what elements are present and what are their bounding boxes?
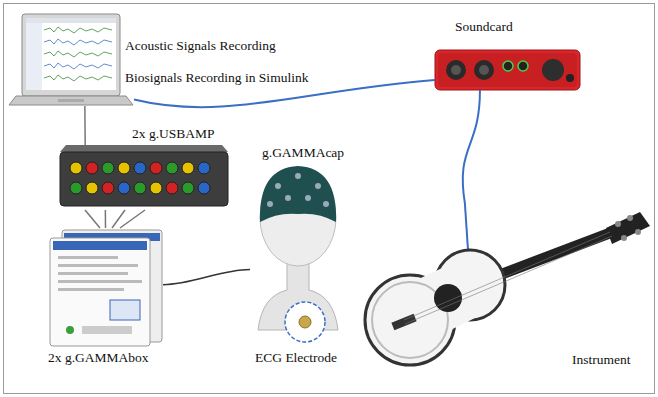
eeg-cap-node: g.GAMMAcap [250, 162, 350, 298]
device-label: 2x g.USBAMP [132, 126, 215, 142]
laptop-node: Acoustic Signals RecordingBiosignals Rec… [8, 14, 134, 106]
soundcard-illustration [435, 50, 580, 90]
instrument-node: Instrument [360, 205, 652, 367]
device-label: ECG Electrode [255, 350, 337, 366]
amplifier-node: 2x g.USBAMP [60, 145, 228, 210]
device-label: g.GAMMAcap [262, 145, 344, 161]
device-label: Biosignals Recording in Simulink [125, 70, 308, 86]
ecg-electrode-node: ECG Electrode [283, 302, 327, 342]
cable [163, 269, 250, 284]
gammabox-node: 2x g.GAMMAbox [48, 228, 163, 346]
device-label: 2x g.GAMMAbox [48, 350, 149, 366]
gammabox-illustration [50, 230, 162, 346]
ecg-electrode-illustration [285, 302, 325, 342]
cable [105, 210, 107, 228]
amplifier-illustration [60, 145, 228, 228]
device-label: Soundcard [455, 19, 513, 35]
laptop-illustration [9, 14, 133, 105]
cable [84, 106, 86, 145]
device-label: Instrument [572, 352, 631, 368]
soundcard-node: Soundcard [435, 50, 580, 90]
guitar-illustration [365, 205, 650, 365]
device-label: Acoustic Signals Recording [125, 38, 276, 54]
cable [463, 90, 480, 205]
